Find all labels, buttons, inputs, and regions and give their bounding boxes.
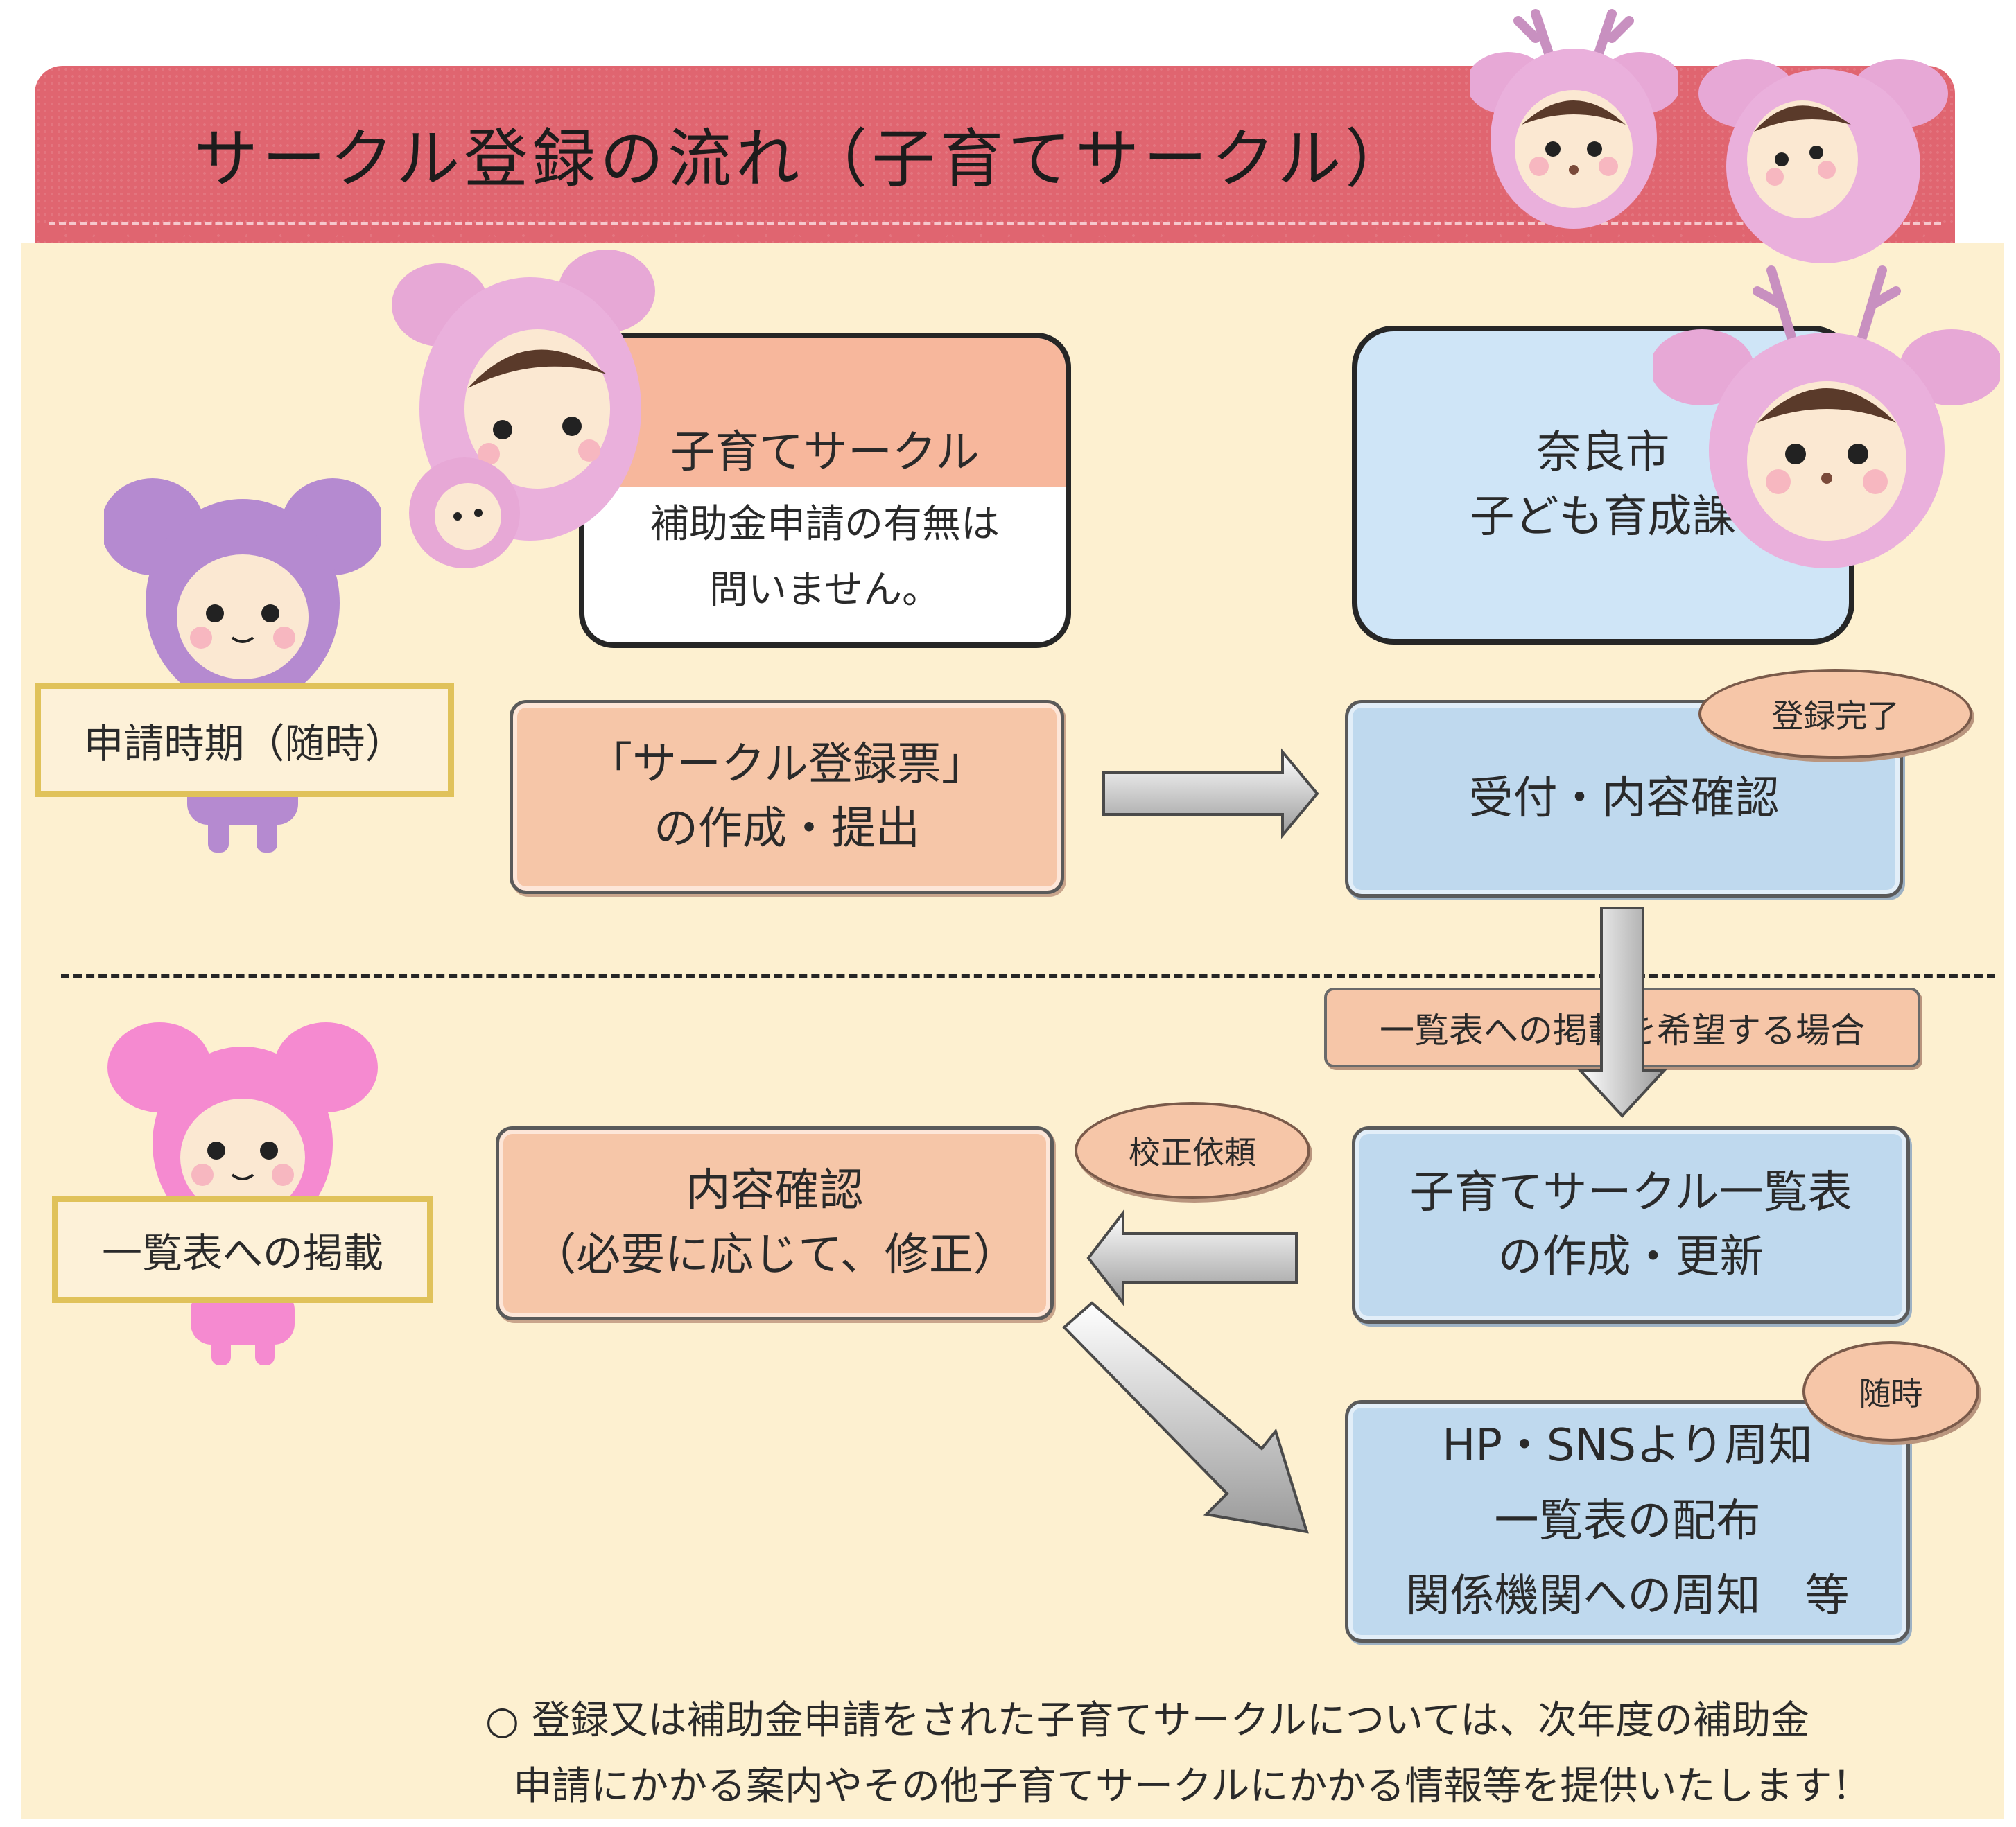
mother-baby-character-icon [392, 250, 655, 568]
sign-apply-period: 申請時期（随時） [35, 683, 454, 797]
deer-character-icon [1653, 265, 2000, 568]
step-create-form-box: 「サークル登録票」 の作成・提出 [510, 700, 1064, 894]
banner-stitch [49, 222, 1941, 225]
sign-list-posting: 一覧表への掲載 [52, 1196, 433, 1303]
badge-proofreading: 校正依頼 [1075, 1102, 1310, 1199]
purple-character-icon [104, 478, 381, 853]
badge-registered: 登録完了 [1698, 669, 1972, 759]
page-title: サークル登録の流れ（子育てサークル） [194, 122, 1414, 196]
subject-note: 補助金申請の有無は 問いません。 [584, 487, 1066, 623]
arrow-right-icon [1102, 748, 1319, 839]
city-line2: 子ども育成課 [1470, 491, 1737, 543]
step-check-box: 内容確認 （必要に応じて、修正） [496, 1126, 1054, 1320]
subject-box: 子育てサークル 補助金申請の有無は 問いません。 [579, 333, 1071, 648]
step-publish-line1: HP・SNSより周知 [1442, 1419, 1813, 1471]
city-line1: 奈良市 [1536, 427, 1670, 479]
pink-character-icon [107, 1022, 378, 1365]
subject-note-line1: 補助金申請の有無は [650, 502, 1000, 547]
arrow-left-icon [1086, 1209, 1298, 1307]
step-publish-line2: 一覧表の配布 [1494, 1495, 1761, 1547]
step-check-line2: （必要に応じて、修正） [532, 1230, 1018, 1281]
subject-heading: 子育てサークル [584, 338, 1066, 487]
step-list-create-line1: 子育てサークル一覧表 [1409, 1166, 1852, 1218]
footnote-line1: ○ 登録又は補助金申請をされた子育てサークルについては、次年度の補助金 [485, 1698, 1810, 1743]
section-divider [61, 974, 1995, 978]
step-list-create-box: 子育てサークル一覧表 の作成・更新 [1352, 1126, 1910, 1324]
arrow-down-icon [1577, 907, 1667, 1118]
step-receive-text: 受付・内容確認 [1468, 773, 1780, 825]
footnote-line2: 申請にかかる案内やその他子育てサークルにかかる情報等を提供いたします！ [513, 1764, 1871, 1810]
deer-character-icon [1470, 9, 1678, 229]
footnote: ○ 登録又は補助金申請をされた子育てサークルについては、次年度の補助金 申請にか… [485, 1688, 1870, 1819]
subject-note-line2: 問いません。 [709, 568, 941, 613]
step-publish-line3: 関係機関への周知 等 [1405, 1571, 1850, 1623]
step-create-line1: 「サークル登録票」 [587, 739, 987, 791]
arrow-diagonal-icon [1062, 1301, 1309, 1534]
step-publish-box: HP・SNSより周知 一覧表の配布 関係機関への周知 等 [1345, 1400, 1910, 1643]
step-create-line2: の作成・提出 [654, 803, 920, 855]
badge-anytime: 随時 [1802, 1341, 1979, 1442]
deer-character-icon [1698, 59, 1948, 263]
banner-scallop [35, 227, 1955, 258]
step-check-line1: 内容確認 [686, 1165, 864, 1217]
step-list-create-line2: の作成・更新 [1497, 1231, 1764, 1283]
